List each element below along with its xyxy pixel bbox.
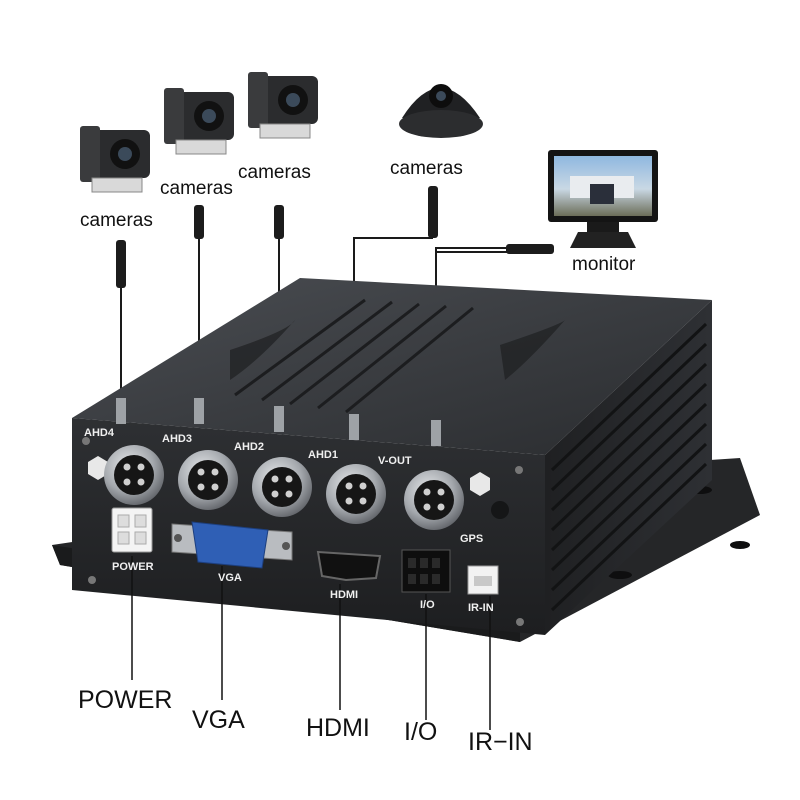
ir-in-port <box>467 565 499 595</box>
callout-power: POWER <box>78 686 173 714</box>
box-camera-3 <box>248 72 318 139</box>
callout-lines <box>131 556 491 730</box>
callout-io: I/O <box>404 718 438 746</box>
label-vout: V-OUT <box>378 455 412 467</box>
callout-ir-in: IR−IN <box>468 728 533 756</box>
label-power-port: POWER <box>112 561 154 573</box>
label-ahd3: AHD3 <box>162 433 192 445</box>
ahd2-connector <box>252 406 312 517</box>
label-hdmi-port: HDMI <box>330 589 358 601</box>
label-ahd4: AHD4 <box>84 427 115 439</box>
ahd3-connector <box>178 398 238 510</box>
callout-cameras-2: cameras <box>160 178 233 199</box>
io-port <box>401 549 451 593</box>
callout-cameras-3: cameras <box>238 162 311 183</box>
callout-cameras-1: cameras <box>80 210 153 231</box>
power-port <box>111 507 153 553</box>
ahd1-connector <box>326 414 386 524</box>
ahd4-connector <box>104 398 164 505</box>
hdmi-port <box>316 550 382 582</box>
vout-connector <box>404 420 464 530</box>
label-vga-port: VGA <box>218 572 242 584</box>
box-camera-1 <box>80 126 150 193</box>
dome-camera <box>399 84 483 138</box>
callout-monitor: monitor <box>572 254 636 275</box>
callout-vga: VGA <box>192 706 245 734</box>
label-ahd2: AHD2 <box>234 441 264 453</box>
monitor-image <box>548 150 658 248</box>
box-camera-2 <box>164 88 234 155</box>
label-ahd1: AHD1 <box>308 449 338 461</box>
label-io-port: I/O <box>420 599 435 611</box>
cable-plugs <box>116 186 554 288</box>
label-ir-in-port: IR-IN <box>468 602 494 614</box>
label-gps: GPS <box>460 533 483 545</box>
callout-cameras-4: cameras <box>390 158 463 179</box>
vga-port <box>171 521 293 569</box>
callout-hdmi: HDMI <box>306 714 370 742</box>
